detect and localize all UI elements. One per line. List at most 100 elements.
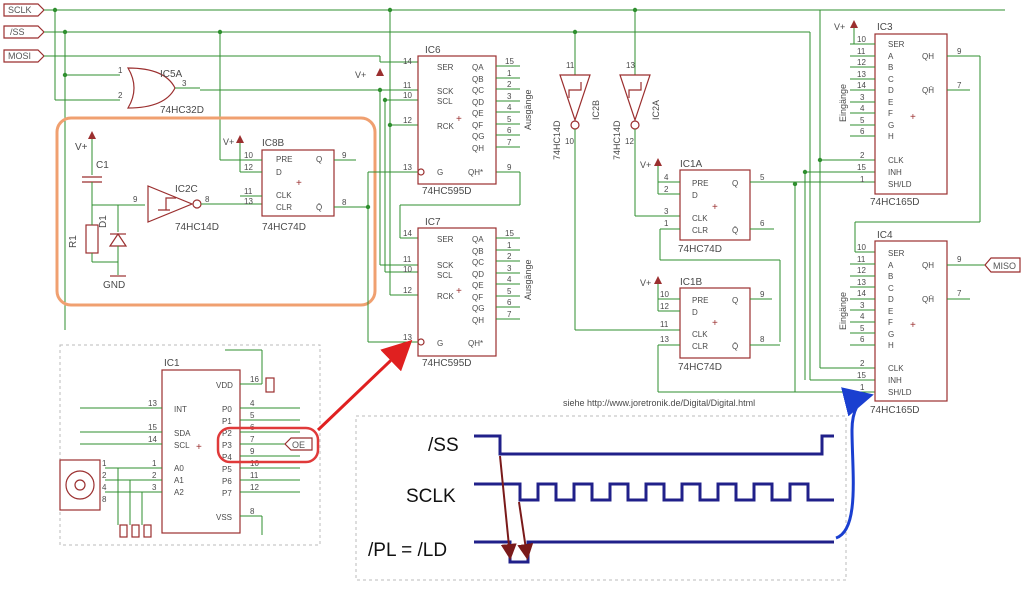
- svg-text:QA: QA: [472, 63, 484, 72]
- footnote: siehe http://www.joretronik.de/Digital/D…: [563, 398, 755, 408]
- svg-text:SER: SER: [437, 235, 454, 244]
- highlight-oe: [216, 426, 320, 464]
- svg-text:RCK: RCK: [437, 292, 455, 301]
- svg-text:8: 8: [760, 335, 765, 344]
- svg-text:+: +: [712, 318, 718, 329]
- svg-text:12: 12: [857, 266, 866, 275]
- svg-text:6: 6: [507, 126, 512, 135]
- svg-text:PRE: PRE: [692, 296, 708, 305]
- svg-text:12: 12: [857, 58, 866, 67]
- svg-text:VDD: VDD: [216, 381, 233, 390]
- svg-text:P2: P2: [222, 429, 232, 438]
- svg-text:3: 3: [507, 92, 512, 101]
- svg-text:74HC165D: 74HC165D: [870, 197, 919, 208]
- svg-text:15: 15: [505, 229, 514, 238]
- svg-text:+: +: [456, 286, 462, 297]
- svg-text:Q: Q: [732, 296, 738, 305]
- svg-text:SCL: SCL: [437, 271, 453, 280]
- svg-text:12: 12: [625, 137, 634, 146]
- svg-text:1: 1: [102, 459, 107, 468]
- svg-text:74HC14D: 74HC14D: [612, 120, 622, 160]
- svg-text:A1: A1: [174, 476, 184, 485]
- svg-text:12: 12: [403, 286, 412, 295]
- svg-text:IC2B: IC2B: [591, 100, 601, 120]
- svg-text:6: 6: [760, 219, 765, 228]
- svg-text:C: C: [888, 284, 894, 293]
- ic1-inset: IC1 INT SDA SCL A0 A1 A2 VDD P0 P1 P2 P3…: [59, 344, 321, 546]
- svg-text:IC5A: IC5A: [160, 69, 183, 80]
- svg-text:11: 11: [403, 81, 412, 90]
- ic8b-flipflop: IC8B PRE D CLK CLR Q Q̄ 74HC74D 10 12 11…: [223, 135, 368, 233]
- svg-text:V+: V+: [355, 70, 366, 80]
- svg-text:GND: GND: [103, 280, 125, 291]
- svg-text:CLR: CLR: [692, 342, 708, 351]
- svg-text:D1: D1: [98, 215, 109, 228]
- svg-text:SCK: SCK: [437, 261, 454, 270]
- svg-text:8: 8: [342, 198, 347, 207]
- svg-text:13: 13: [626, 61, 635, 70]
- svg-text:14: 14: [403, 57, 412, 66]
- svg-text:7: 7: [507, 138, 512, 147]
- svg-text:15: 15: [857, 163, 866, 172]
- svg-text:SH/LD: SH/LD: [888, 180, 912, 189]
- svg-text:RCK: RCK: [437, 122, 455, 131]
- svg-text:D: D: [888, 86, 894, 95]
- bus-wires: [44, 9, 1005, 381]
- svg-text:A: A: [888, 52, 894, 61]
- svg-text:Q̄: Q̄: [316, 203, 322, 212]
- svg-text:G: G: [888, 330, 894, 339]
- svg-text:13: 13: [857, 70, 866, 79]
- ic5a-or-gate: 1 2 3 IC5A 74HC32D: [118, 66, 204, 116]
- svg-text:A: A: [888, 261, 894, 270]
- svg-text:P0: P0: [222, 405, 232, 414]
- svg-text:P5: P5: [222, 465, 232, 474]
- svg-text:+: +: [196, 442, 202, 453]
- svg-text:2: 2: [664, 185, 669, 194]
- svg-text:9: 9: [507, 163, 512, 172]
- svg-text:15: 15: [857, 371, 866, 380]
- svg-text:7: 7: [957, 81, 962, 90]
- svg-text:1: 1: [664, 219, 669, 228]
- signal-mosi: MOSI: [3, 49, 45, 63]
- svg-text:C: C: [888, 75, 894, 84]
- svg-text:F: F: [888, 318, 893, 327]
- svg-text:9: 9: [133, 195, 138, 204]
- svg-text:V+: V+: [223, 137, 234, 147]
- svg-text:E: E: [888, 307, 893, 316]
- svg-text:4: 4: [507, 275, 512, 284]
- svg-text:4: 4: [507, 103, 512, 112]
- svg-text:12: 12: [250, 483, 259, 492]
- svg-text:1: 1: [507, 69, 512, 78]
- svg-text:5: 5: [250, 411, 255, 420]
- svg-text:H: H: [888, 132, 894, 141]
- svg-text:74HC74D: 74HC74D: [262, 222, 306, 233]
- svg-text:H: H: [888, 341, 894, 350]
- svg-text:CLK: CLK: [692, 330, 708, 339]
- svg-text:11: 11: [857, 255, 866, 264]
- svg-text:5: 5: [860, 324, 865, 333]
- svg-text:10: 10: [565, 137, 574, 146]
- svg-text:11: 11: [566, 61, 575, 70]
- svg-text:QC: QC: [472, 86, 484, 95]
- arrow-oe-to-g: [316, 339, 413, 432]
- svg-text:5: 5: [507, 287, 512, 296]
- svg-text:SCK: SCK: [437, 87, 454, 96]
- svg-text:74HC14D: 74HC14D: [175, 222, 219, 233]
- svg-text:QH̄: QH̄: [922, 295, 934, 304]
- svg-text:5: 5: [760, 173, 765, 182]
- timing-label-ss: /SS: [428, 435, 459, 456]
- svg-text:P6: P6: [222, 477, 232, 486]
- svg-text:OE: OE: [292, 440, 305, 450]
- svg-text:10: 10: [857, 243, 866, 252]
- svg-text:11: 11: [250, 471, 259, 480]
- svg-text:74HC165D: 74HC165D: [870, 405, 919, 416]
- svg-text:1: 1: [152, 459, 157, 468]
- svg-text:QB: QB: [472, 75, 484, 84]
- svg-text:INH: INH: [888, 376, 902, 385]
- svg-text:PRE: PRE: [692, 179, 708, 188]
- oe-label: OE: [284, 437, 313, 451]
- svg-text:CLK: CLK: [276, 191, 292, 200]
- svg-text:V+: V+: [640, 278, 651, 288]
- svg-text:7: 7: [250, 435, 255, 444]
